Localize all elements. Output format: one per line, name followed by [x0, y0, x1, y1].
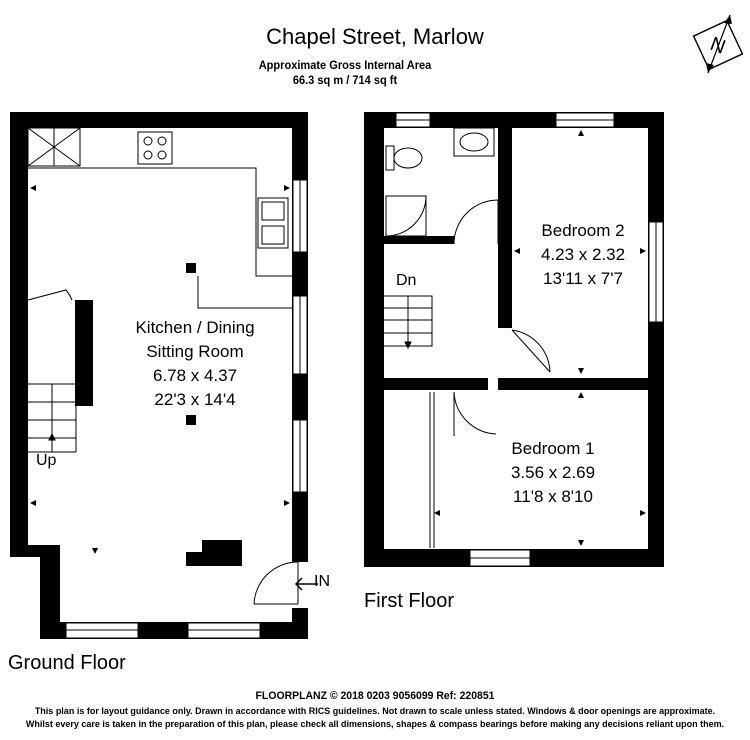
area-value: 66.3 sq m / 714 sq ft [292, 73, 398, 87]
first-floor-doors [429, 329, 551, 548]
first-floor-label: First Floor [364, 590, 454, 612]
footer-disclaimer-2: Whilst every care is taken in the prepar… [25, 719, 725, 729]
ground-floor-walls [10, 112, 308, 639]
stairs-down-label: Dn [396, 272, 417, 289]
dimension-ticks [30, 185, 290, 554]
compass-icon: N [692, 14, 744, 74]
kitchen-dining-label: Kitchen / Dining Sitting Room 6.78 x 4.3… [110, 316, 280, 412]
ground-floor-label: Ground Floor [8, 652, 126, 674]
first-floor-ticks [434, 130, 646, 546]
room-imperial: 22'3 x 14'4 [154, 390, 236, 409]
bedroom1-name: Bedroom 1 [511, 439, 595, 458]
ground-stairs [27, 289, 77, 453]
bedroom1-label: Bedroom 1 3.56 x 2.69 11'8 x 8'10 [478, 437, 628, 509]
bedroom2-label: Bedroom 2 4.23 x 2.32 13'11 x 7'7 [518, 219, 648, 291]
footer-disclaimer-1: This plan is for layout guidance only. D… [34, 706, 716, 716]
entrance-label: IN [314, 573, 330, 590]
bedroom2-name: Bedroom 2 [541, 221, 625, 240]
kitchen-counter [27, 127, 292, 309]
first-floor-walls [364, 112, 664, 567]
bedroom1-imperial: 11'8 x 8'10 [513, 487, 593, 506]
bedroom2-imperial: 13'11 x 7'7 [543, 269, 623, 288]
plan-title: Chapel Street, Marlow [266, 24, 484, 49]
stairs-up-label: Up [36, 452, 57, 469]
bedroom2-metric: 4.23 x 2.32 [540, 245, 626, 264]
footer-credit: FLOORPLANZ © 2018 0203 9056099 Ref: 2208… [255, 690, 495, 702]
first-stairs [384, 295, 433, 350]
compass-letter: N [707, 33, 728, 59]
area-label: Approximate Gross Internal Area [258, 58, 432, 72]
room-metric: 6.78 x 4.37 [152, 366, 238, 385]
bathroom-fixtures [385, 127, 499, 245]
room-name-line2: Sitting Room [146, 342, 244, 361]
bedroom1-metric: 3.56 x 2.69 [510, 463, 596, 482]
room-name-line1: Kitchen / Dining [135, 318, 255, 337]
entrance-door [253, 561, 318, 605]
